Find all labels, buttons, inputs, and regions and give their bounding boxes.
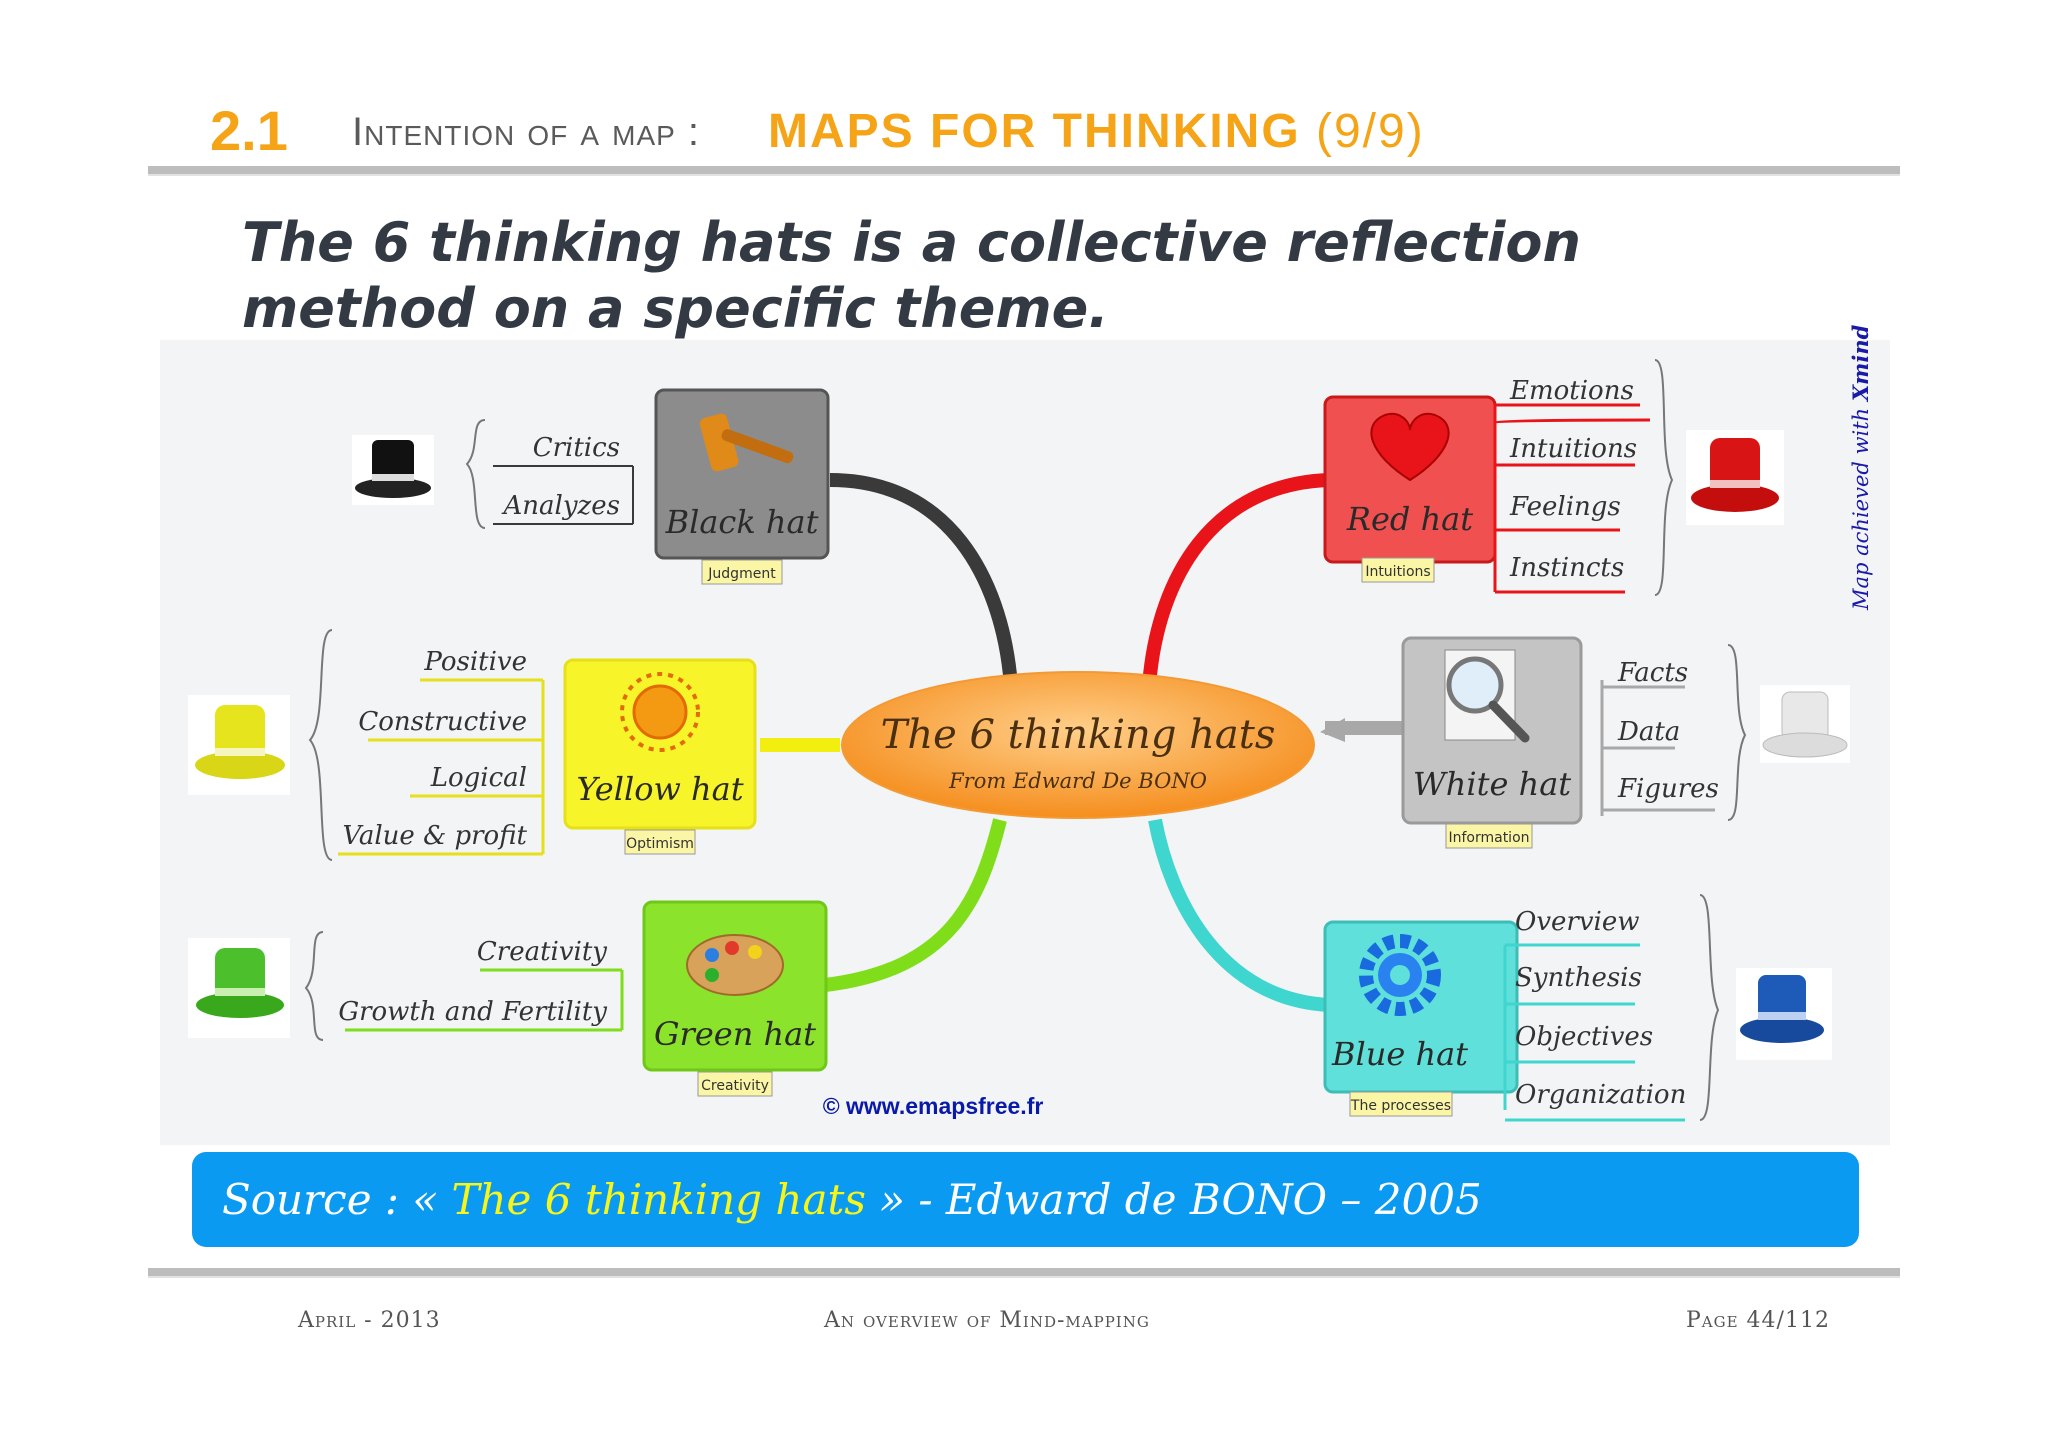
- red-hat-tag: Intuitions: [1365, 564, 1430, 580]
- palette-icon: [686, 934, 784, 996]
- green-hat-node: Green hat Creativity: [642, 900, 828, 1097]
- section-prefix: Intention of a map :: [352, 110, 701, 154]
- black-hat-label: Black hat: [665, 503, 819, 541]
- magnifier-icon: [1444, 649, 1530, 743]
- heart-icon: [1370, 412, 1450, 482]
- footer-rule: [148, 1268, 1900, 1278]
- yellow-hat-item-3: Logical: [430, 763, 527, 793]
- white-hat-item-1: Facts: [1617, 658, 1688, 688]
- red-hat-label: Red hat: [1346, 500, 1473, 538]
- sun-icon: [620, 672, 700, 752]
- green-hat-item-2: Growth and Fertility: [338, 997, 607, 1027]
- white-hat-label: White hat: [1413, 765, 1571, 803]
- yellow-hat-item-4: Value & profit: [342, 821, 527, 851]
- black-hat-item-2: Analyzes: [502, 491, 620, 521]
- side-note: Map achieved with Xmind: [1848, 325, 1873, 610]
- yellow-hat-node: Yellow hat Optimism: [563, 658, 757, 855]
- white-hat-items: [1600, 644, 1747, 821]
- center-title: The 6 thinking hats: [881, 712, 1276, 758]
- black-top-hat-icon: [352, 435, 434, 505]
- white-hat-item-2: Data: [1617, 717, 1680, 747]
- blue-hat-node: Blue hat The processes: [1323, 920, 1519, 1117]
- green-hat-label: Green hat: [654, 1015, 816, 1053]
- source-prefix: Source : «: [222, 1175, 439, 1224]
- blue-hat-item-3: Objectives: [1515, 1022, 1653, 1052]
- red-hat-item-3: Feelings: [1509, 492, 1621, 522]
- red-hat-item-2: Intuitions: [1509, 434, 1637, 464]
- center-node: The 6 thinking hats From Edward De BONO: [841, 671, 1315, 819]
- map-copyright: © www.emapsfree.fr: [823, 1093, 1044, 1119]
- red-hat-item-4: Instincts: [1509, 553, 1624, 583]
- red-hat-item-1: Emotions: [1509, 376, 1634, 406]
- green-hat-item-1: Creativity: [477, 937, 607, 967]
- footer-title: An overview of Mind-mapping: [824, 1308, 1150, 1333]
- source-banner: Source : « The 6 thinking hats » - Edwar…: [192, 1152, 1859, 1247]
- yellow-hat-item-1: Positive: [423, 647, 527, 677]
- white-top-hat-icon: [1760, 685, 1850, 763]
- red-top-hat-icon: [1686, 430, 1784, 525]
- green-hat-tag: Creativity: [701, 1078, 769, 1094]
- source-suffix: » - Edward de BONO – 2005: [879, 1175, 1482, 1224]
- white-hat-item-3: Figures: [1617, 774, 1719, 804]
- yellow-hat-tag: Optimism: [626, 836, 694, 852]
- white-hat-node: White hat Information: [1401, 636, 1583, 849]
- section-number: 2.1: [210, 99, 288, 162]
- mind-map: The 6 thinking hats From Edward De BONO …: [160, 340, 1890, 1145]
- yellow-hat-items: [308, 629, 545, 861]
- center-subtitle: From Edward De BONO: [948, 769, 1207, 793]
- white-hat-tag: Information: [1448, 830, 1529, 846]
- green-top-hat-icon: [188, 938, 290, 1038]
- red-hat-node: Red hat Intuitions: [1323, 395, 1497, 583]
- footer-date: April - 2013: [298, 1308, 441, 1333]
- header-rule: [148, 166, 1900, 176]
- blue-hat-item-2: Synthesis: [1515, 963, 1642, 993]
- source-title: The 6 thinking hats: [451, 1175, 866, 1224]
- yellow-top-hat-icon: [188, 695, 290, 795]
- blue-hat-items: [1503, 894, 1720, 1122]
- footer-page: Page 44/112: [1686, 1308, 1830, 1333]
- section-title: MAPS FOR THINKING (9/9): [768, 104, 1425, 159]
- black-hat-items: [465, 419, 634, 529]
- red-hat-items: [1493, 359, 1674, 596]
- blue-top-hat-icon: [1736, 968, 1832, 1060]
- section-count: (9/9): [1316, 105, 1425, 158]
- slide-subtitle: The 6 thinking hats is a collective refl…: [242, 211, 1581, 340]
- green-hat-items: [304, 931, 624, 1041]
- black-hat-item-1: Critics: [533, 433, 620, 463]
- gavel-icon: [699, 413, 794, 472]
- blue-hat-tag: The processes: [1350, 1098, 1451, 1114]
- blue-hat-label: Blue hat: [1331, 1035, 1468, 1073]
- side-note-text: Map achieved with: [1849, 407, 1873, 610]
- yellow-hat-item-2: Constructive: [358, 707, 527, 737]
- black-hat-node: Black hat Judgment: [654, 388, 830, 585]
- black-hat-tag: Judgment: [707, 566, 776, 582]
- section-title-text: MAPS FOR THINKING: [768, 105, 1301, 158]
- blue-hat-item-1: Overview: [1515, 907, 1639, 937]
- blue-hat-item-4: Organization: [1515, 1080, 1686, 1110]
- gear-icon: [1359, 934, 1441, 1016]
- yellow-hat-label: Yellow hat: [576, 770, 743, 808]
- side-note-brand: Xmind: [1848, 324, 1873, 402]
